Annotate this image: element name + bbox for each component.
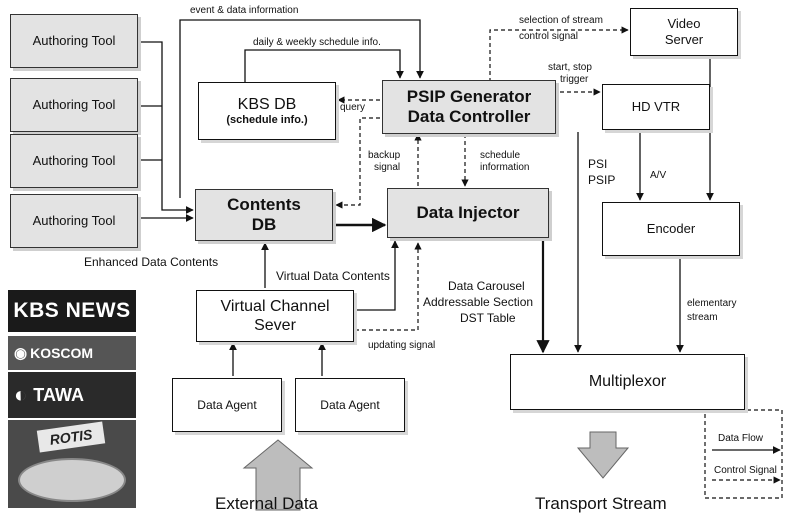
authoring-tool-2: Authoring Tool [10, 78, 138, 132]
data-injector-node: Data Injector [387, 188, 549, 238]
dst-label: DST Table [460, 311, 516, 325]
query-label: query [340, 102, 366, 113]
multiplexor-label: Multiplexor [588, 373, 667, 391]
hd-vtr-label: HD VTR [631, 99, 681, 115]
encoder-label: Encoder [646, 221, 696, 237]
daily-schedule-label: daily & weekly schedule info. [253, 37, 381, 48]
vcs-line2: Sever [254, 317, 296, 334]
contents-db-line1: Contents [227, 194, 301, 214]
psip-generator-line2: Data Controller [407, 107, 531, 126]
virtual-channel-server-node: Virtual Channel Sever [196, 290, 354, 342]
multiplexor-node: Multiplexor [510, 354, 745, 410]
data-agent-label: Data Agent [320, 397, 380, 412]
psi-label: PSI [588, 157, 608, 171]
authoring-tool-label: Authoring Tool [32, 213, 116, 229]
legend-data-flow-label: Data Flow [718, 433, 764, 444]
event-data-flow [179, 19, 424, 198]
data-injector-label: Data Injector [416, 202, 520, 222]
external-data-arrow [242, 439, 314, 511]
kbs-db-node: KBS DB (schedule info.) [198, 82, 336, 140]
data-carousel-label: Data Carousel [448, 279, 525, 293]
external-data-label: External Data [215, 494, 318, 513]
vcs-line1: Virtual Channel [220, 297, 330, 315]
koscom-text: KOSCOM [30, 345, 94, 361]
psip-generator-node: PSIP Generator Data Controller [382, 80, 556, 134]
start-stop-label: start, stop [548, 62, 592, 73]
authoring-tool-label: Authoring Tool [32, 97, 116, 113]
backup-label: backup [368, 150, 401, 161]
transport-stream-arrow [576, 431, 630, 479]
tool-to-contents-line [138, 41, 194, 214]
psip-generator-line1: PSIP Generator [406, 86, 532, 106]
tawa-logo: ◐ TAWA [8, 372, 136, 418]
contents-db-node: Contents DB [195, 189, 333, 241]
oval-emblem-icon [18, 458, 126, 502]
authoring-tool-3: Authoring Tool [10, 134, 138, 188]
event-data-label: event & data information [190, 5, 299, 16]
rotis-text: ROTIS [48, 426, 94, 448]
tawa-text: TAWA [33, 384, 84, 405]
encoder-node: Encoder [602, 202, 740, 256]
updating-flow [355, 242, 422, 331]
virtual-to-injector [355, 240, 399, 311]
koscom-mark-icon: ◉ [14, 345, 28, 362]
video-server-line2: Server [664, 32, 704, 47]
addressable-label: Addressable Section [423, 295, 534, 309]
selection-stream-label: selection of stream [519, 15, 603, 26]
video-server-node: Video Server [630, 8, 738, 56]
trigger-label: trigger [560, 74, 589, 85]
signal-label: signal [374, 162, 401, 173]
psip-label: PSIP [588, 173, 616, 187]
selection-flow [489, 26, 629, 82]
authoring-tool-4: Authoring Tool [10, 194, 138, 248]
virtual-data-label: Virtual Data Contents [276, 269, 390, 283]
elementary-label: elementary [687, 298, 737, 309]
video-server-line1: Video [667, 16, 701, 32]
enhanced-data-label: Enhanced Data Contents [84, 255, 219, 269]
kbs-news-text: KBS NEWS [13, 299, 131, 322]
authoring-tool-label: Authoring Tool [32, 153, 116, 169]
transport-stream-label: Transport Stream [535, 494, 667, 513]
rotis-logo: ROTIS [8, 420, 136, 508]
kbs-news-logo: KBS NEWS [8, 290, 136, 332]
kbs-db-title: KBS DB [237, 95, 297, 113]
data-agent-label: Data Agent [197, 397, 257, 412]
authoring-tool-label: Authoring Tool [32, 33, 116, 49]
updating-label: updating signal [368, 340, 436, 351]
rotis-badge: ROTIS [36, 421, 106, 453]
information-label: information [480, 162, 530, 173]
data-agent-2: Data Agent [295, 378, 405, 432]
data-agent-1: Data Agent [172, 378, 282, 432]
schedule-info-flow [244, 49, 404, 82]
backup-flow [335, 117, 380, 209]
legend-control-label: Control Signal [714, 465, 777, 476]
schedule-label: schedule [480, 150, 521, 161]
globe-icon: ◐ [14, 382, 28, 407]
control-signal-top-label: control signal [519, 31, 578, 42]
kbs-db-subtitle: (schedule info.) [226, 114, 308, 126]
koscom-logo: ◉ KOSCOM [8, 336, 136, 370]
av-label: A/V [650, 170, 667, 181]
authoring-tool-1: Authoring Tool [10, 14, 138, 68]
stream-label: stream [687, 312, 718, 323]
hd-vtr-node: HD VTR [602, 84, 710, 130]
contents-db-line2: DB [251, 215, 277, 234]
legend-box [704, 409, 783, 499]
